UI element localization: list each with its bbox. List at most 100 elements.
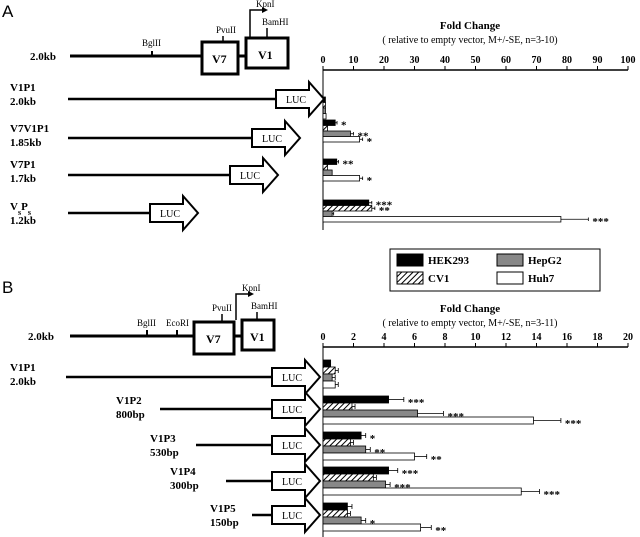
construct-size: 300bp [170,480,199,492]
bar [322,107,326,114]
significance-label: *** [565,418,582,430]
svg-text:LUC: LUC [160,209,180,220]
luc-arrow [149,193,200,233]
svg-text:LUC: LUC [282,405,302,416]
x-tick-label: 0 [321,55,326,66]
chart-a-subtitle: ( relative to empty vector, M+/-SE, n=3-… [382,35,557,46]
svg-text:LUC: LUC [282,511,302,522]
bar [322,359,332,368]
legend-swatch-hepg2 [496,253,524,267]
bar [322,366,336,375]
site-pvuii: PvuII [212,303,232,313]
significance-label: * [367,136,373,148]
x-tick-label: 20 [623,332,633,343]
svg-text:V7: V7 [206,332,221,346]
luc-arrow [271,461,322,501]
significance-label: *** [592,216,609,228]
x-tick-label: 10 [471,332,481,343]
x-tick-label: 10 [349,55,359,66]
legend-swatch-huh7 [496,271,524,285]
construct-name: V1P1 [10,362,36,374]
panel-a-constructs: V1P1 2.0kb LUC V7V1P1 1.85kb LUC V7P1 1.… [10,79,326,233]
bar [322,466,389,475]
bar [322,210,333,217]
construct-name: V7V1P1 [10,123,49,135]
site-bglii: BglII [137,318,156,328]
bar [322,516,362,525]
site-bamhi: BamHI [262,17,289,27]
bar [322,416,534,425]
x-tick-label: 0 [321,332,326,343]
legend-swatch-hek293 [396,253,424,267]
significance-label: ** [358,131,370,143]
bar [322,164,328,171]
construct-name: V1P1 [10,82,36,94]
bar [322,125,328,132]
chart-a-title: Fold Change [440,20,500,32]
significance-label: ** [435,525,447,537]
x-tick-label: 16 [562,332,572,343]
luc-arrow [271,425,322,465]
bar [322,523,421,532]
construct-name: V1P5 [210,503,236,515]
x-tick-label: 18 [593,332,603,343]
chart-b-subtitle: ( relative to empty vector, M+/-SE, n=3-… [383,318,558,329]
significance-label: *** [544,489,561,501]
bar [322,169,333,176]
construct-size: 1.85kb [10,137,42,149]
bar [322,205,373,212]
x-tick-label: 40 [440,55,450,66]
construct-size: 1.7kb [10,173,36,185]
bar [322,136,360,143]
luc-arrow [271,389,322,429]
x-tick-label: 100 [621,55,636,66]
exon-v1 [244,36,290,70]
bar [322,130,351,137]
bar [322,452,415,461]
site-kpni: KpnI [256,0,275,9]
bar [322,175,360,182]
x-tick-label: 30 [410,55,420,66]
bar [322,96,326,103]
panel-b-constructs: V1P1 2.0kb LUC V1P2 800bp LUC V1P3 530bp… [10,357,322,535]
bar [322,216,562,223]
panel-b-gene-map: 2.0kb BglII EcoRI V7 PvuII V1 KpnI BamHI [28,283,278,356]
bar [322,487,522,496]
bar [322,445,367,454]
luc-arrow [251,118,302,158]
x-tick-label: 20 [379,55,389,66]
x-tick-label: 50 [471,55,481,66]
bar [322,199,370,206]
panel-a-label: A [2,2,14,21]
legend-label-hek293: HEK293 [428,255,469,267]
luc-arrow [275,79,326,119]
construct-size: 2.0kb [10,376,36,388]
construct-name: V1P3 [150,433,176,445]
legend: HEK293 HepG2 CV1 Huh7 [389,248,601,292]
significance-label: ** [343,159,355,171]
x-tick-label: 70 [532,55,542,66]
construct-name: VsPs [10,201,31,217]
construct-size: 150bp [210,517,239,529]
bar [322,431,362,440]
svg-text:LUC: LUC [262,134,282,145]
x-tick-label: 4 [382,332,387,343]
map-size-label: 2.0kb [28,331,54,343]
exon-v7 [192,320,236,356]
x-tick-label: 60 [501,55,511,66]
bar [322,480,386,489]
construct-name: V1P4 [170,466,196,478]
legend-box [389,248,601,292]
construct-size: 800bp [116,409,145,421]
legend-swatch-cv1 [396,271,424,285]
x-tick-label: 90 [593,55,603,66]
x-tick-label: 2 [351,332,356,343]
svg-text:LUC: LUC [282,441,302,452]
bar [322,380,336,389]
significance-label: *** [402,468,419,480]
significance-label: * [370,433,376,445]
significance-label: * [367,175,373,187]
luc-arrow [271,495,322,535]
